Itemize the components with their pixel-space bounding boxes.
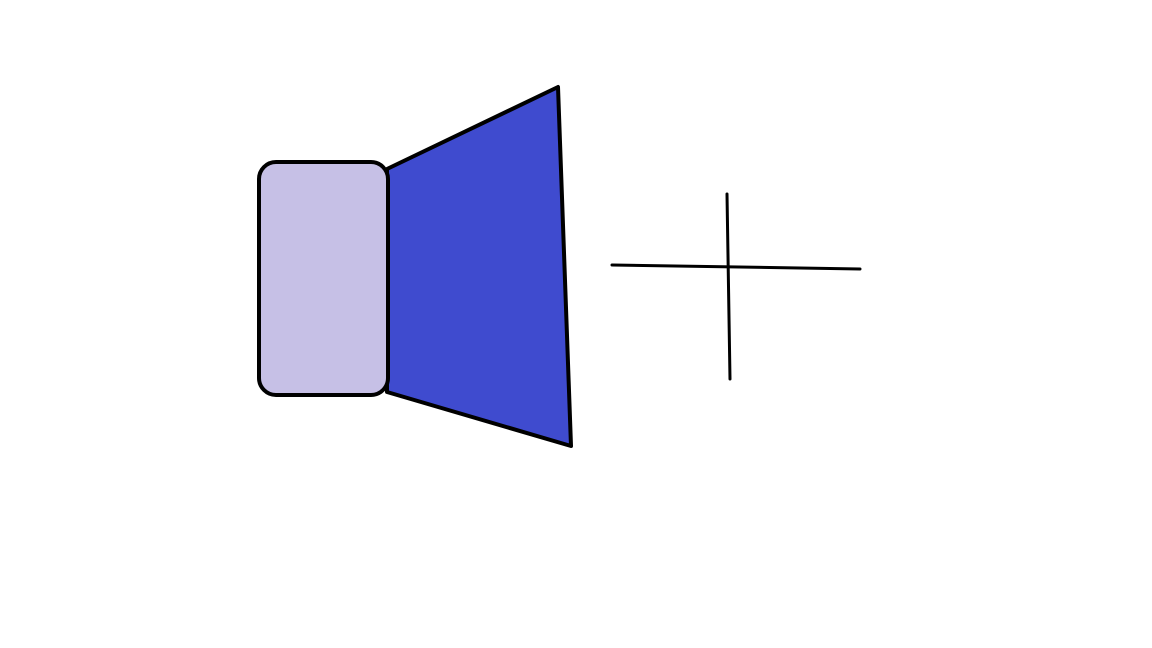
plus-icon <box>610 192 862 381</box>
plus-vertical-stroke <box>725 192 732 381</box>
speaker-cone-icon <box>385 85 573 448</box>
speaker-icon <box>257 85 573 448</box>
speaker-back-icon <box>257 160 390 397</box>
plus-horizontal-stroke <box>610 263 862 271</box>
